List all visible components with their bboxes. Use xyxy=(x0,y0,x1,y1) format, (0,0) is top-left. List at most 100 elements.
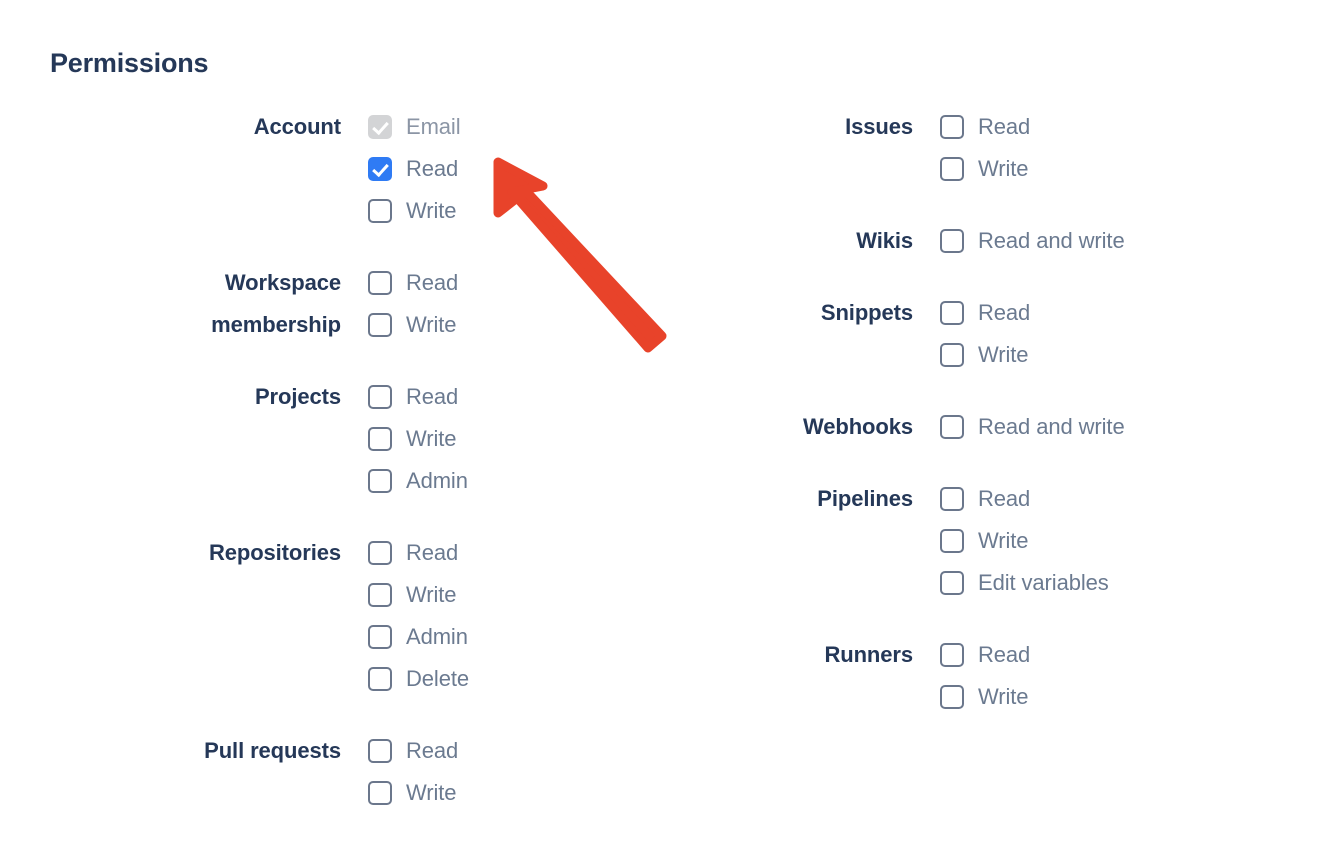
checkbox-read[interactable] xyxy=(368,157,392,181)
permission-group-label-line: Projects xyxy=(254,384,341,409)
permission-option-row: Write xyxy=(368,418,620,460)
checkbox-write[interactable] xyxy=(368,313,392,337)
checkbox-label[interactable]: Write xyxy=(406,780,457,805)
permission-option-row: Read xyxy=(368,262,620,304)
permission-group-label-line: Workspace xyxy=(224,270,341,295)
checkbox-write[interactable] xyxy=(368,781,392,805)
checkbox-label[interactable]: Read xyxy=(978,486,1031,511)
checkbox-label: Email xyxy=(406,114,461,139)
checkbox-write[interactable] xyxy=(368,583,392,607)
permission-group-label: Pull requests xyxy=(60,730,368,772)
checkbox-read-and-write[interactable] xyxy=(940,229,964,253)
checkbox-label[interactable]: Read xyxy=(978,642,1031,667)
permission-option-row: Write xyxy=(940,148,1260,190)
checkbox-label[interactable]: Edit variables xyxy=(978,570,1109,595)
permission-group-label: Snippets xyxy=(660,292,940,334)
permission-option-row: Write xyxy=(368,304,620,346)
permission-group-label: Issues xyxy=(660,106,940,148)
checkbox-label[interactable]: Write xyxy=(406,312,457,337)
checkbox-label[interactable]: Write xyxy=(406,426,457,451)
checkbox-write[interactable] xyxy=(368,427,392,451)
checkbox-read[interactable] xyxy=(368,541,392,565)
checkbox-read-and-write[interactable] xyxy=(940,415,964,439)
checkbox-label[interactable]: Read and write xyxy=(978,414,1125,439)
permission-group-label-line: Webhooks xyxy=(802,414,913,439)
checkbox-label[interactable]: Admin xyxy=(406,468,468,493)
checkbox-label[interactable]: Write xyxy=(406,582,457,607)
permission-group-label-line: Wikis xyxy=(856,228,913,253)
permission-group-label-line: membership xyxy=(211,312,341,337)
checkbox-label[interactable]: Delete xyxy=(406,666,469,691)
checkbox-email xyxy=(368,115,392,139)
checkbox-label[interactable]: Read xyxy=(406,540,459,565)
checkbox-label[interactable]: Read xyxy=(406,270,459,295)
checkbox-read[interactable] xyxy=(940,643,964,667)
checkbox-label[interactable]: Read xyxy=(978,300,1031,325)
permission-option-row: Edit variables xyxy=(940,562,1260,604)
checkbox-label[interactable]: Write xyxy=(978,528,1029,553)
checkbox-label[interactable]: Write xyxy=(978,342,1029,367)
permission-option-row: Write xyxy=(368,574,620,616)
checkbox-read[interactable] xyxy=(940,487,964,511)
checkbox-label[interactable]: Read xyxy=(406,156,459,181)
permission-option-row: Admin xyxy=(368,460,620,502)
permission-option-row: Write xyxy=(940,676,1260,718)
permission-group-label: Account xyxy=(60,106,368,148)
checkbox-read[interactable] xyxy=(368,739,392,763)
permission-group: Wikis Read and write xyxy=(660,220,1260,262)
checkbox-write[interactable] xyxy=(940,157,964,181)
checkbox-label[interactable]: Read xyxy=(406,738,459,763)
permission-group-label-line: Pipelines xyxy=(817,486,913,511)
permission-option-row: Write xyxy=(368,772,620,814)
checkbox-label[interactable]: Write xyxy=(978,684,1029,709)
checkbox-label[interactable]: Admin xyxy=(406,624,468,649)
checkbox-admin[interactable] xyxy=(368,469,392,493)
checkbox-label[interactable]: Read xyxy=(406,384,459,409)
permission-group-label-line: Issues xyxy=(845,114,913,139)
permission-group-label-line: Account xyxy=(253,114,341,139)
checkbox-read[interactable] xyxy=(940,115,964,139)
page-title: Permissions xyxy=(50,48,209,78)
checkbox-write[interactable] xyxy=(940,529,964,553)
permission-group-label-line: Repositories xyxy=(208,540,341,565)
permission-group-label: Webhooks xyxy=(660,406,940,448)
permission-group-label: Pipelines xyxy=(660,478,940,520)
checkbox-label[interactable]: Read xyxy=(978,114,1031,139)
checkbox-write[interactable] xyxy=(940,685,964,709)
checkbox-write[interactable] xyxy=(368,199,392,223)
permission-option-row: Read xyxy=(368,532,620,574)
permission-option-row: Read xyxy=(940,634,1260,676)
permission-option-row: Read xyxy=(368,148,620,190)
checkbox-label[interactable]: Read and write xyxy=(978,228,1125,253)
checkbox-admin[interactable] xyxy=(368,625,392,649)
checkbox-read[interactable] xyxy=(368,271,392,295)
permission-option-row: Write xyxy=(940,334,1260,376)
checkbox-read[interactable] xyxy=(368,385,392,409)
permission-group: Webhooks Read and write xyxy=(660,406,1260,448)
permission-option-row: Email xyxy=(368,106,620,148)
checkbox-write[interactable] xyxy=(940,343,964,367)
checkbox-label[interactable]: Write xyxy=(978,156,1029,181)
permission-group-label: Wikis xyxy=(660,220,940,262)
permission-group-label-line: Snippets xyxy=(820,300,913,325)
checkbox-delete[interactable] xyxy=(368,667,392,691)
checkbox-read[interactable] xyxy=(940,301,964,325)
permission-group-label-line: Runners xyxy=(824,642,913,667)
checkbox-label[interactable]: Write xyxy=(406,198,457,223)
checkbox-edit-variables[interactable] xyxy=(940,571,964,595)
